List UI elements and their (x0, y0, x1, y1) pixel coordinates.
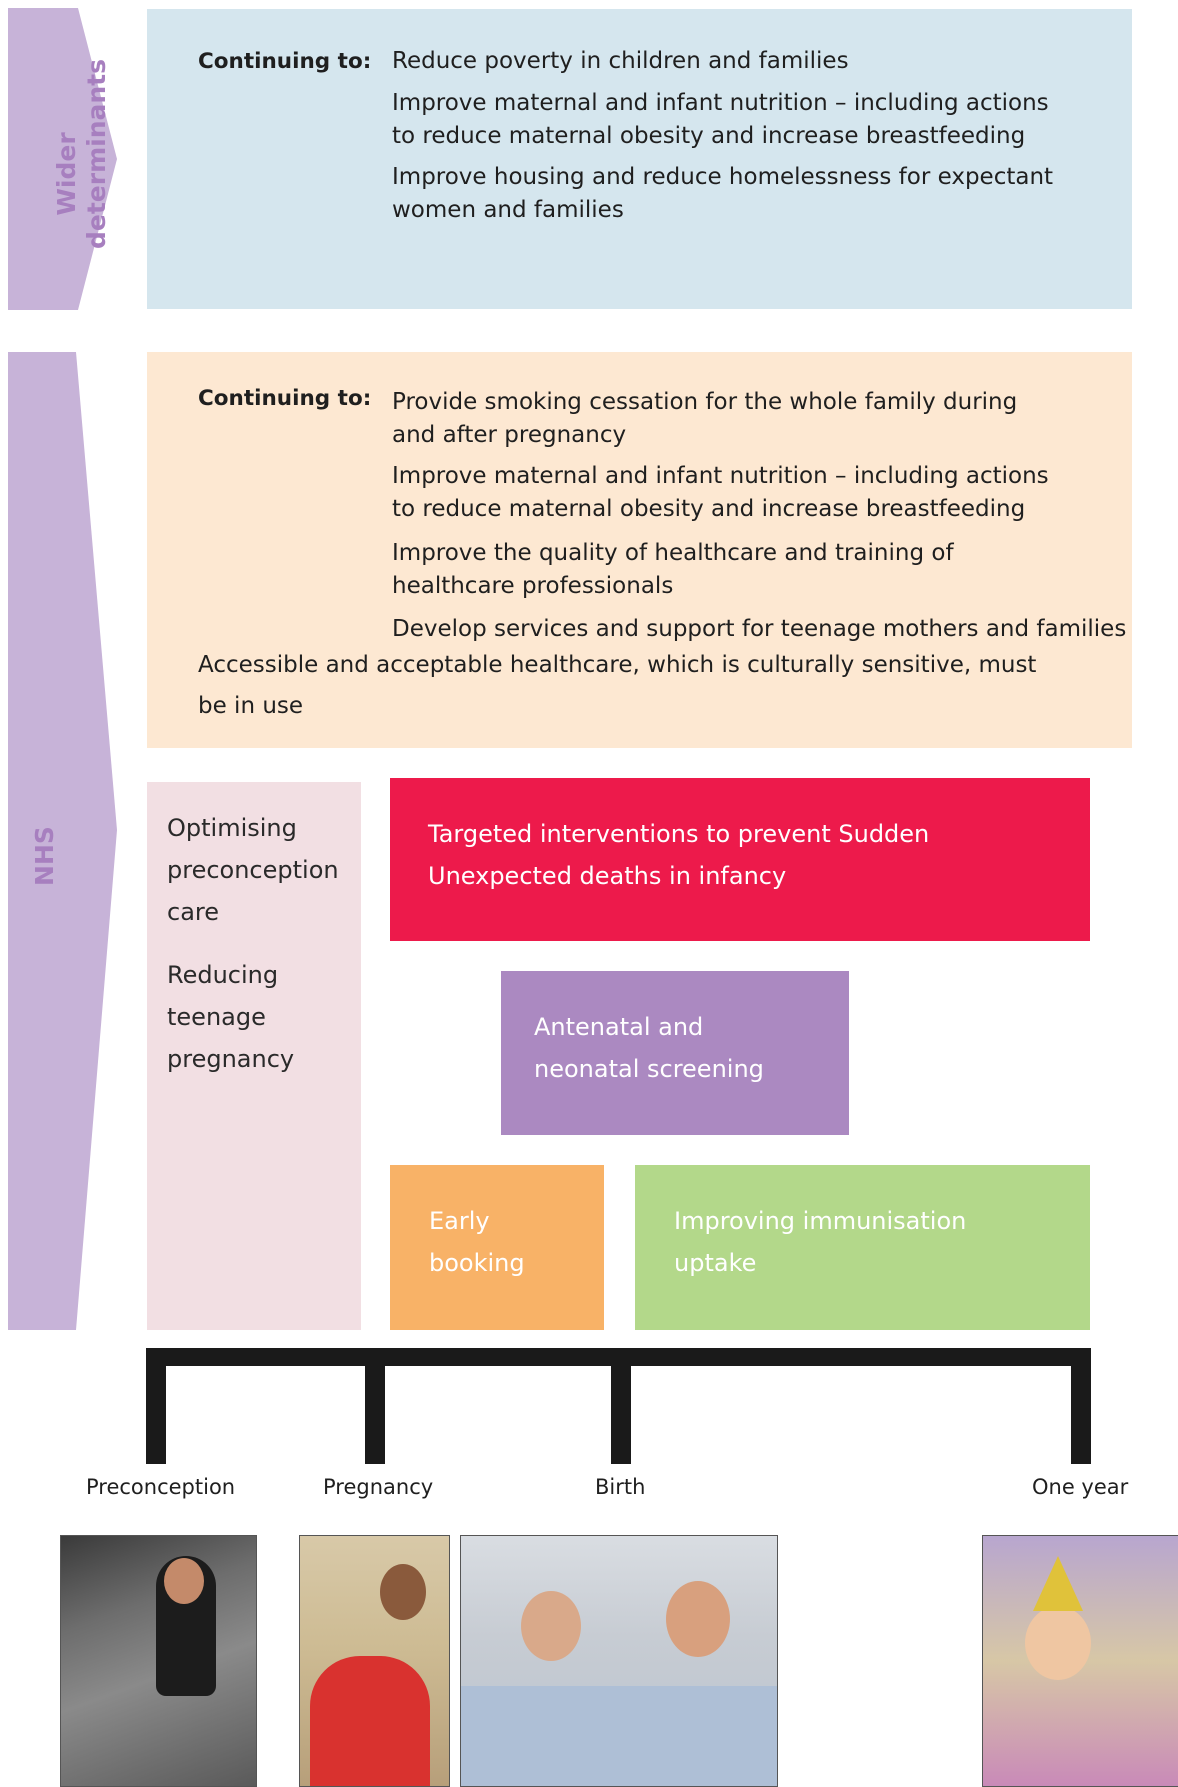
nhs-item-quality: Improve the quality of healthcare and tr… (392, 540, 954, 599)
timeline-tick-birth (611, 1348, 631, 1464)
immunisation-text: Improving immunisation uptake (674, 1207, 967, 1277)
immunisation-box: Improving immunisation uptake (635, 1165, 1090, 1330)
timeline-tick-preconception (146, 1348, 166, 1464)
early-booking-text: Early booking (429, 1207, 525, 1277)
timeline-tick-pregnancy (365, 1348, 385, 1464)
screening-text: Antenatal and neonatal screening (534, 1013, 764, 1083)
screening-box: Antenatal and neonatal screening (501, 971, 849, 1135)
timeline-label-preconception: Preconception (86, 1475, 236, 1499)
photo-pregnant-woman (299, 1535, 450, 1787)
photo-one-year-baby (982, 1535, 1178, 1787)
photo-blanket (461, 1686, 777, 1786)
wider-determinants-label: Wider determinants (52, 58, 112, 249)
sudden-deaths-box: Targeted interventions to prevent Sudden… (390, 778, 1090, 941)
nhs-band (8, 352, 117, 1330)
sudden-deaths-text: Targeted interventions to prevent Sudden… (428, 820, 930, 890)
wider-label-line2: determinants (82, 58, 111, 249)
continuing-to-label: Continuing to: (198, 49, 372, 74)
photo-woman-head (380, 1564, 426, 1620)
timeline-label-birth: Birth (595, 1475, 646, 1499)
nhs-item-nutrition: Improve maternal and infant nutrition – … (392, 463, 1049, 522)
preconception-box: Optimising preconception care Reducing t… (147, 782, 361, 1330)
timeline-label-one-year: One year (1032, 1475, 1129, 1499)
preconception-care-text: Optimising preconception care (167, 814, 339, 926)
photo-climbing-woman (60, 1535, 257, 1787)
photo-baby-head (1025, 1606, 1091, 1680)
photo-mother-head (521, 1591, 581, 1661)
wider-item-nutrition: Improve maternal and infant nutrition – … (392, 90, 1049, 149)
nhs-item-smoking: Provide smoking cessation for the whole … (392, 389, 1018, 448)
nhs-panel: Continuing to: Provide smoking cessation… (147, 352, 1132, 748)
continuing-to-label: Continuing to: (198, 386, 372, 411)
wider-label-line1: Wider (52, 132, 81, 216)
teenage-pregnancy-text: Reducing teenage pregnancy (167, 961, 295, 1073)
photo-woman-body (310, 1656, 430, 1786)
early-booking-box: Early booking (390, 1165, 604, 1330)
wider-item-poverty: Reduce poverty in children and families (392, 48, 849, 74)
photo-birth-parents (460, 1535, 778, 1787)
nhs-accessible-note: Accessible and acceptable healthcare, wh… (198, 652, 1037, 719)
wider-determinants-panel: Continuing to: Reduce poverty in childre… (147, 9, 1132, 309)
photo-party-hat (1033, 1556, 1083, 1611)
wider-item-housing: Improve housing and reduce homelessness … (392, 164, 1054, 223)
nhs-item-teenage-services: Develop services and support for teenage… (392, 616, 1127, 642)
nhs-label: NHS (30, 826, 59, 886)
timeline-tick-one-year (1071, 1348, 1091, 1464)
photo-father-head (666, 1581, 730, 1657)
photo-climber-head (164, 1558, 204, 1604)
timeline-label-pregnancy: Pregnancy (323, 1475, 434, 1499)
